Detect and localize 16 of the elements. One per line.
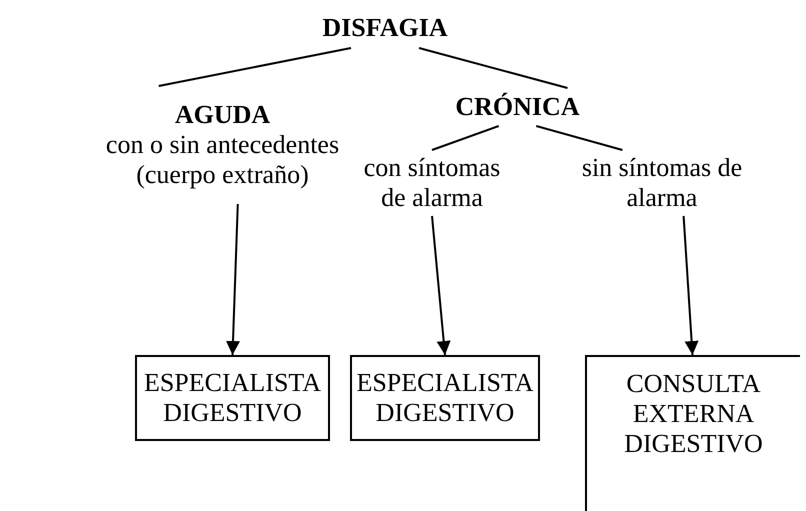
arrow — [226, 204, 240, 356]
description-label: con o sin antecedentes (cuerpo extraño) — [104, 130, 340, 190]
text-label: sin síntomas de alarma — [580, 153, 744, 213]
heading-label: CRÓNICA — [455, 92, 580, 122]
connector-line — [158, 47, 352, 87]
text-label: con síntomas de alarma — [362, 153, 502, 213]
process-box: CONSULTA EXTERNA DIGESTIVO — [585, 355, 800, 511]
connector-line — [536, 125, 623, 151]
arrow — [431, 216, 451, 356]
heading-label: DISFAGIA — [322, 13, 448, 43]
connector-line — [418, 47, 568, 89]
process-box: ESPECIALISTA DIGESTIVO — [350, 355, 540, 441]
arrow — [682, 216, 699, 356]
process-box: ESPECIALISTA DIGESTIVO — [135, 355, 330, 441]
connector-line — [432, 125, 500, 151]
heading-label: AGUDA — [174, 100, 270, 130]
